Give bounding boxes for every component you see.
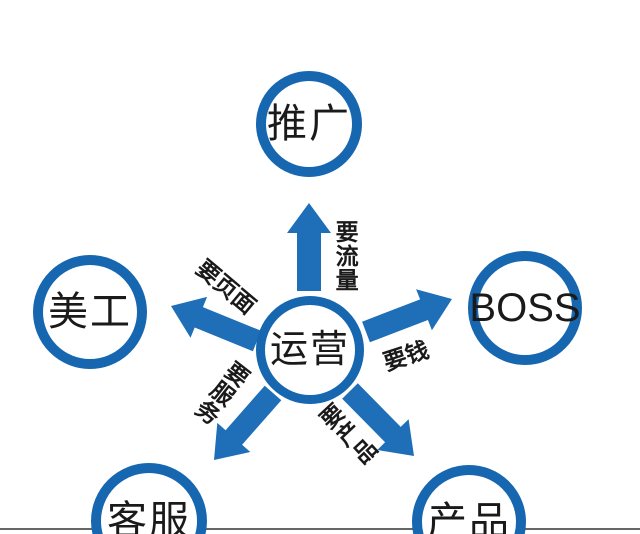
node-customer-service-label: 客服 [107, 499, 191, 534]
arrow-to-promotion [287, 203, 331, 291]
bottom-divider [0, 528, 640, 530]
arrow-to-product [342, 383, 414, 456]
node-operations: 运营 [256, 296, 364, 404]
arrow-to-design [171, 296, 262, 352]
node-promotion-label: 推广 [267, 102, 351, 146]
arrow-to-boss [362, 289, 452, 343]
node-boss: BOSS [468, 251, 582, 365]
edge-label-traffic: 要流量 [332, 220, 359, 292]
node-promotion: 推广 [256, 71, 362, 177]
node-operations-label: 运营 [269, 329, 350, 371]
arrow-to-customer-service [214, 385, 282, 460]
node-boss-label: BOSS [469, 286, 581, 330]
node-product-label: 产品 [427, 500, 511, 534]
node-design-label: 美工 [48, 290, 132, 334]
node-design: 美工 [33, 255, 147, 369]
